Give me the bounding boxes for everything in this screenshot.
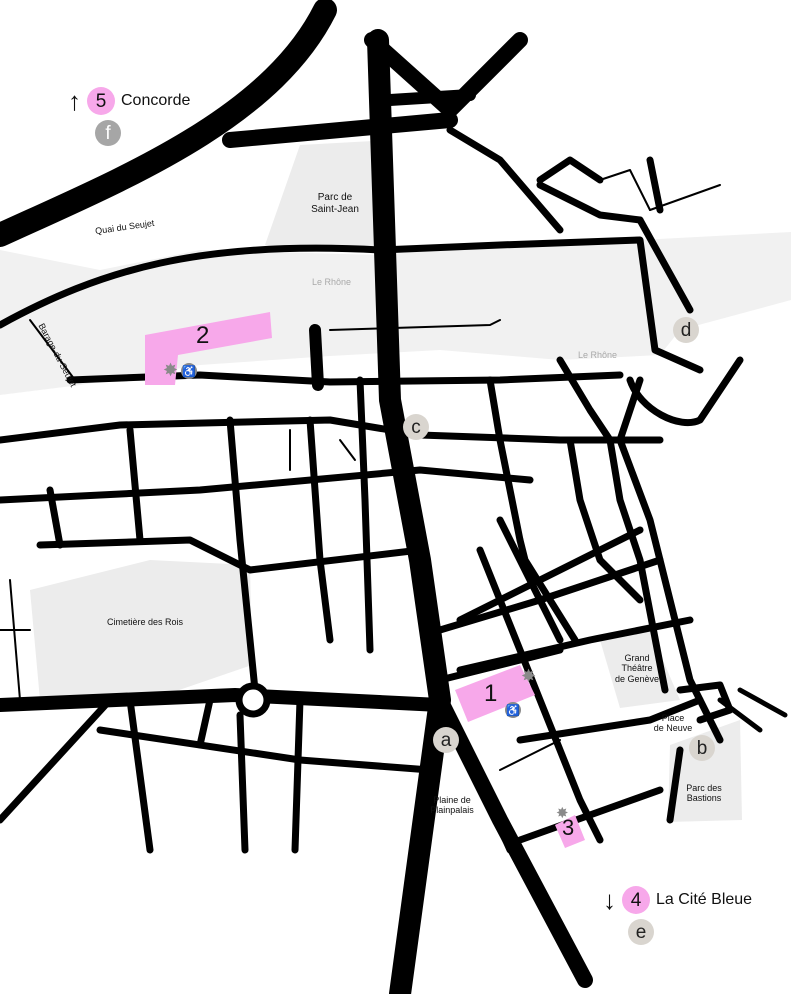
venue-4-name: La Cité Bleue	[656, 891, 753, 908]
stop-a[interactable]: a	[433, 727, 459, 753]
label-place-neuve: Place de Neuve	[653, 713, 693, 734]
label-grand-theatre: Grand Théâtre de Genève	[614, 653, 660, 684]
offmap-north[interactable]: ↑ 5 Concorde	[68, 87, 190, 115]
label-parc-saint-jean: Parc de Saint-Jean	[311, 192, 359, 215]
stop-c[interactable]: c	[403, 414, 429, 440]
venue-5-badge: 5	[87, 87, 115, 115]
entrance-star-icon: ✸	[521, 666, 537, 686]
stop-f[interactable]: f	[95, 120, 121, 146]
venue-5-name: Concorde	[121, 92, 191, 109]
label-plaine: Plaine de Plainpalais	[430, 795, 474, 816]
park-saint-jean	[265, 140, 390, 250]
stop-d[interactable]: d	[673, 317, 699, 343]
label-rhone-1: Le Rhône	[312, 277, 352, 287]
stop-e[interactable]: e	[628, 919, 654, 945]
venue-3-number[interactable]: 3	[562, 815, 575, 840]
label-rhone-2: Le Rhône	[578, 350, 618, 360]
park-grand-theatre	[600, 630, 680, 708]
venue-2-area	[145, 312, 272, 385]
venue-1-area	[455, 665, 535, 722]
venue-3-area	[555, 815, 585, 848]
venue-4-badge: 4	[622, 886, 650, 914]
entrance-star-icon: ✸	[163, 360, 179, 380]
entrance-star-icon: ✸	[556, 805, 569, 822]
wheelchair-icon: ♿	[181, 363, 197, 379]
stop-b[interactable]: b	[689, 735, 715, 761]
wheelchair-icon: ♿	[505, 702, 521, 718]
venue-2-number[interactable]: 2	[196, 322, 210, 349]
venue-1-number[interactable]: 1	[484, 680, 498, 707]
park-cimetiere	[30, 560, 252, 700]
arrow-up-icon: ↑	[68, 86, 81, 116]
label-parc-bastions: Parc des Bastions	[686, 783, 722, 804]
park-bastions	[668, 720, 742, 822]
arrow-down-icon: ↓	[603, 885, 616, 915]
label-cimetiere: Cimetière des Rois	[106, 617, 184, 627]
offmap-south[interactable]: ↓ 4 La Cité Bleue	[603, 886, 752, 914]
